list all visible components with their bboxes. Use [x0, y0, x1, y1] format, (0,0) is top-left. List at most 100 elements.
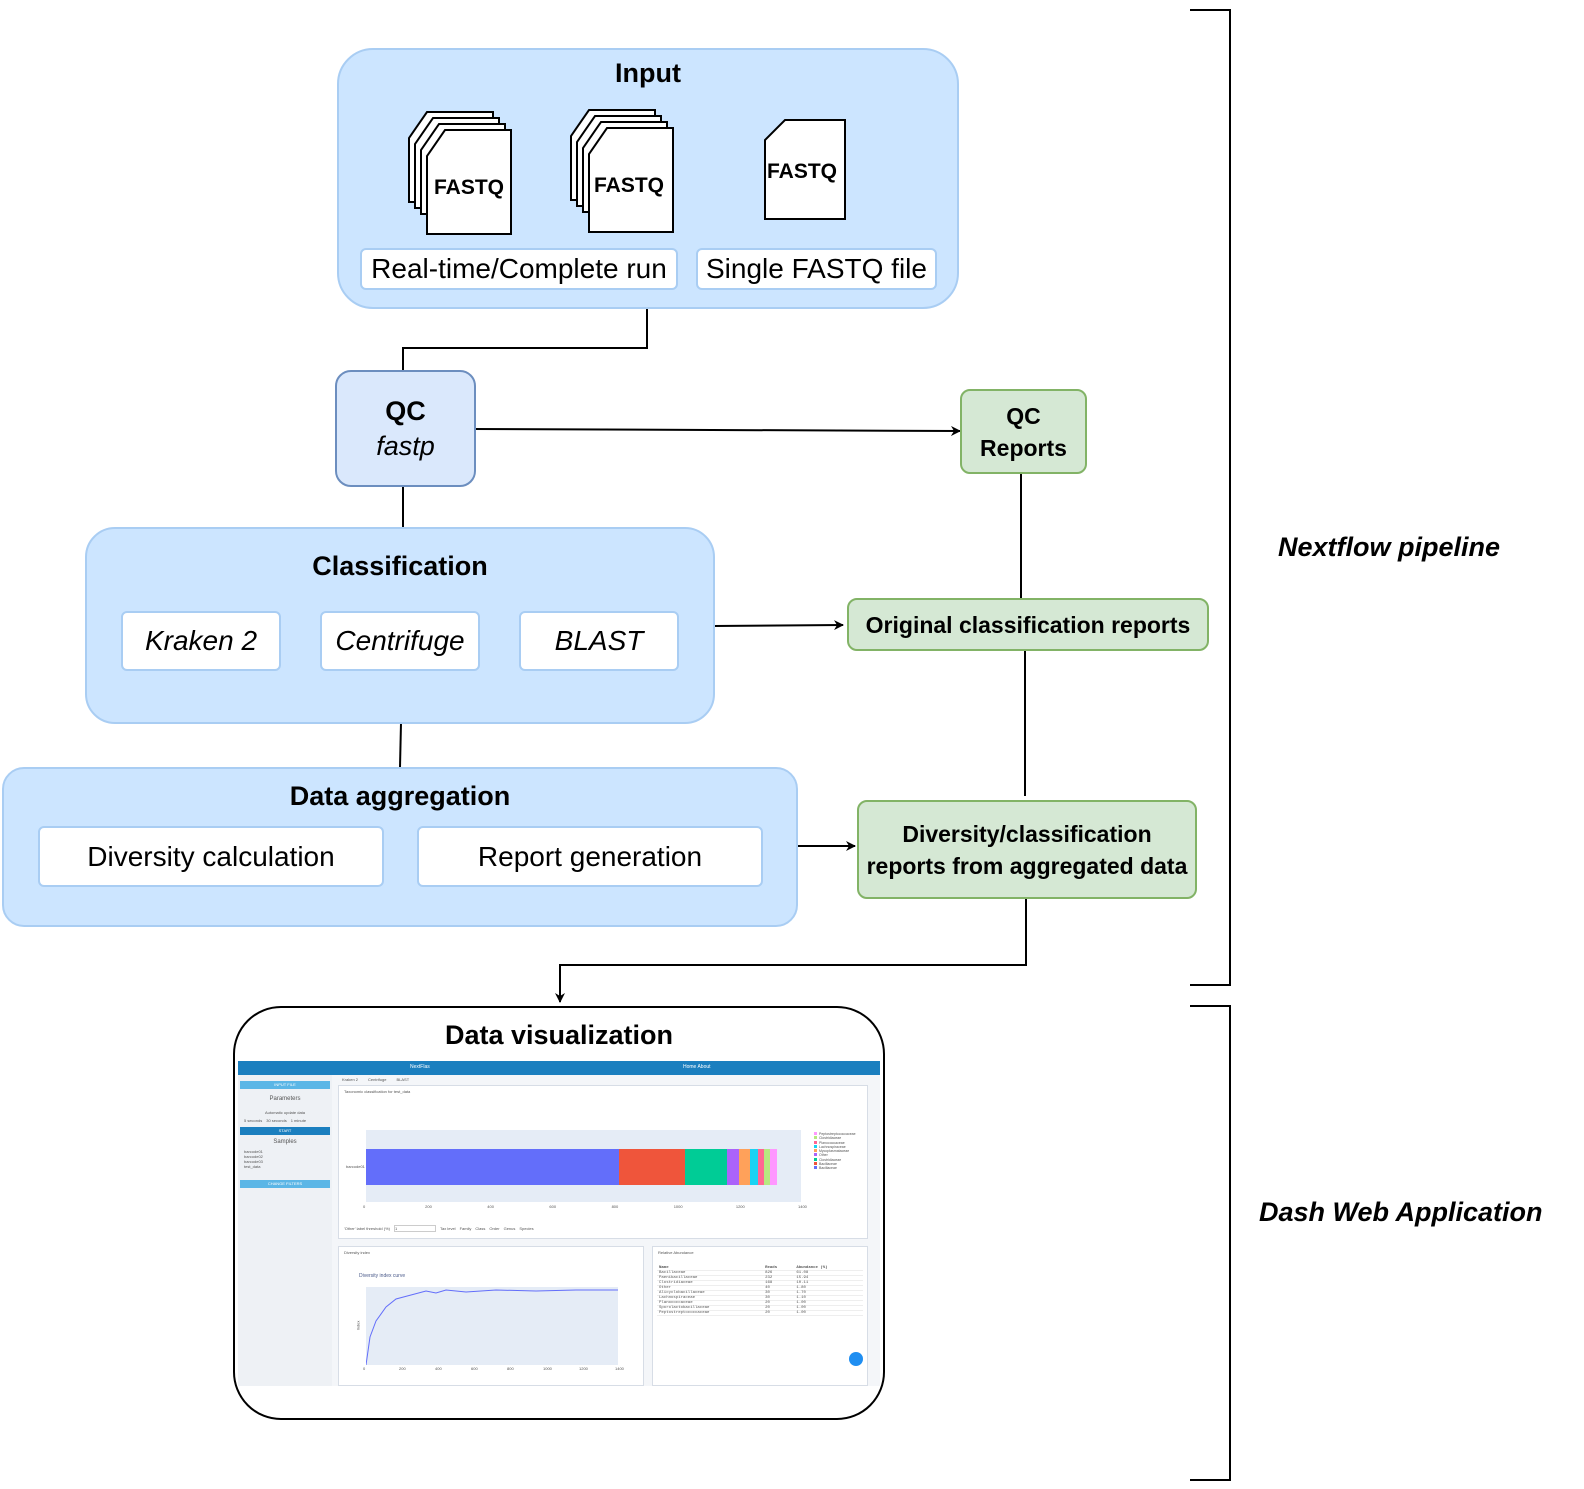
table-cell: Bacillaceae	[657, 1270, 764, 1276]
table-cell: 1.00	[794, 1300, 863, 1306]
debug-toggle-icon[interactable]	[849, 1352, 863, 1366]
fastq-icon-label: FASTQ	[434, 176, 504, 199]
tax-level-option[interactable]: Order	[489, 1226, 500, 1231]
qc-to-reports-arrow	[472, 425, 961, 436]
table-header-cell: Name	[657, 1266, 764, 1271]
legend-swatch	[814, 1132, 817, 1135]
table-cell: 1.10	[794, 1295, 863, 1301]
sample-option[interactable]: test_data	[244, 1164, 261, 1169]
input-file-button[interactable]: INPUT FILE	[240, 1081, 330, 1089]
legend-swatch	[814, 1166, 817, 1170]
legend-item: Mycoplasmataceae	[814, 1149, 856, 1153]
axis-tick-label: 400	[487, 1204, 494, 1209]
tab-centrifuge[interactable]: Centrifuge	[368, 1077, 387, 1082]
aggregation-title: Data aggregation	[289, 781, 511, 811]
diversity-reports-line2: reports from aggregated data	[866, 852, 1188, 879]
classification-to-aggregation-line	[399, 722, 402, 768]
table-cell: 15.94	[794, 1275, 863, 1281]
table-cell: Alicyclobacillaceae	[657, 1290, 764, 1296]
table-cell: 61.08	[794, 1270, 863, 1276]
axis-tick-label: 1200	[579, 1366, 588, 1371]
legend-item: Bacillaceae	[814, 1166, 856, 1170]
table-cell: 10.11	[794, 1280, 863, 1286]
legend-item: Clostridiaceae	[814, 1157, 856, 1162]
stacked-bar	[366, 1149, 801, 1185]
axis-tick-label: 0	[363, 1366, 366, 1371]
auto-update-label: Automatic update data	[264, 1110, 306, 1115]
dash-bracket	[1190, 1005, 1231, 1481]
sample-option[interactable]: barcode03	[244, 1159, 263, 1164]
tab-blast[interactable]: BLAST	[396, 1077, 410, 1082]
sample-option[interactable]: barcode02	[244, 1154, 263, 1159]
diversity-chart-title: Diversity index curve	[359, 1273, 406, 1279]
stacked-bar-plot	[366, 1130, 801, 1202]
legend-swatch	[814, 1140, 817, 1144]
table-header-cell: Reads	[763, 1266, 795, 1271]
diversity-plot-area	[365, 1287, 618, 1366]
fastq-file-icon: FASTQ	[764, 119, 846, 220]
fastq-stack-icon: FASTQ	[570, 109, 674, 233]
update-interval-radios[interactable]: 5 seconds 30 seconds 1 minute	[244, 1118, 306, 1123]
table-cell: 20	[763, 1310, 795, 1316]
diversity-panel: Diversity index Diversity index curve In…	[338, 1246, 644, 1386]
diversity-reports-node: Diversity/classification reports from ag…	[857, 800, 1197, 899]
axis-tick-label: 1400	[615, 1366, 624, 1371]
table-cell: Planococcaceae	[657, 1300, 764, 1306]
radio-option[interactable]: 30 seconds	[266, 1118, 287, 1123]
table-cell: 1.80	[794, 1285, 863, 1291]
qc-title: QC	[385, 395, 426, 426]
qc-tool: fastp	[376, 430, 435, 461]
axis-tick-label: 0	[363, 1204, 366, 1209]
tax-level-option[interactable]: Genus	[503, 1226, 516, 1231]
radio-option[interactable]: 1 minute	[290, 1118, 307, 1123]
report-generation-step: Report generation	[417, 826, 763, 887]
diversity-y-label: Index	[355, 1320, 361, 1331]
tab-kraken[interactable]: Kraken 2	[342, 1077, 359, 1082]
legend-swatch	[814, 1144, 817, 1148]
table-cell: Lachnospiraceae	[657, 1295, 764, 1301]
legend-item: Other	[814, 1153, 856, 1157]
dashboard-sidebar: INPUT FILE Parameters Automatic update d…	[238, 1075, 332, 1386]
table-cell: Paenibacillaceae	[657, 1275, 764, 1281]
dashboard-tabs[interactable]: Kraken 2 Centrifuge BLAST	[342, 1077, 409, 1082]
abundance-panel-title: Relative Abundance	[658, 1250, 694, 1255]
input-title: Input	[615, 58, 681, 88]
dash-app-label: Dash Web Application	[1259, 1197, 1543, 1227]
dashboard-topbar: NextFlas Home About	[238, 1061, 880, 1075]
change-filters-button[interactable]: CHANGE FILTERS	[240, 1180, 330, 1188]
blast-tool: BLAST	[519, 611, 679, 671]
table-cell: 30	[763, 1290, 795, 1296]
diversity-reports-line1: Diversity/classification	[902, 820, 1152, 847]
visualization-title: Data visualization	[444, 1020, 674, 1050]
table-header-cell: Abundance (%)	[794, 1266, 863, 1271]
legend-item: Clostridiaceae	[814, 1136, 856, 1140]
table-cell: 1.00	[794, 1310, 863, 1316]
dashboard-app-title: NextFlas	[410, 1064, 430, 1070]
radio-option[interactable]: 5 seconds	[244, 1118, 263, 1123]
threshold-input[interactable]: 1	[394, 1225, 436, 1232]
kraken-tool: Kraken 2	[121, 611, 281, 671]
table-cell: 826	[763, 1270, 795, 1276]
legend-swatch	[814, 1157, 817, 1161]
reports-to-visualization-arrow	[555, 898, 1027, 1003]
qc-reports-line1: QC	[1006, 402, 1041, 429]
start-button[interactable]: START	[240, 1127, 330, 1135]
tax-level-option[interactable]: Family	[459, 1226, 472, 1231]
legend-swatch	[814, 1153, 817, 1157]
diversity-curve	[365, 1289, 618, 1366]
sample-list[interactable]: barcode01 barcode02 barcode03 test_data	[244, 1149, 263, 1169]
tax-level-option[interactable]: Species	[519, 1226, 534, 1231]
axis-tick-label: 1000	[673, 1204, 683, 1209]
tax-level-option[interactable]: Class	[475, 1226, 486, 1231]
legend-swatch	[814, 1136, 817, 1140]
sample-option[interactable]: barcode01	[244, 1149, 263, 1154]
